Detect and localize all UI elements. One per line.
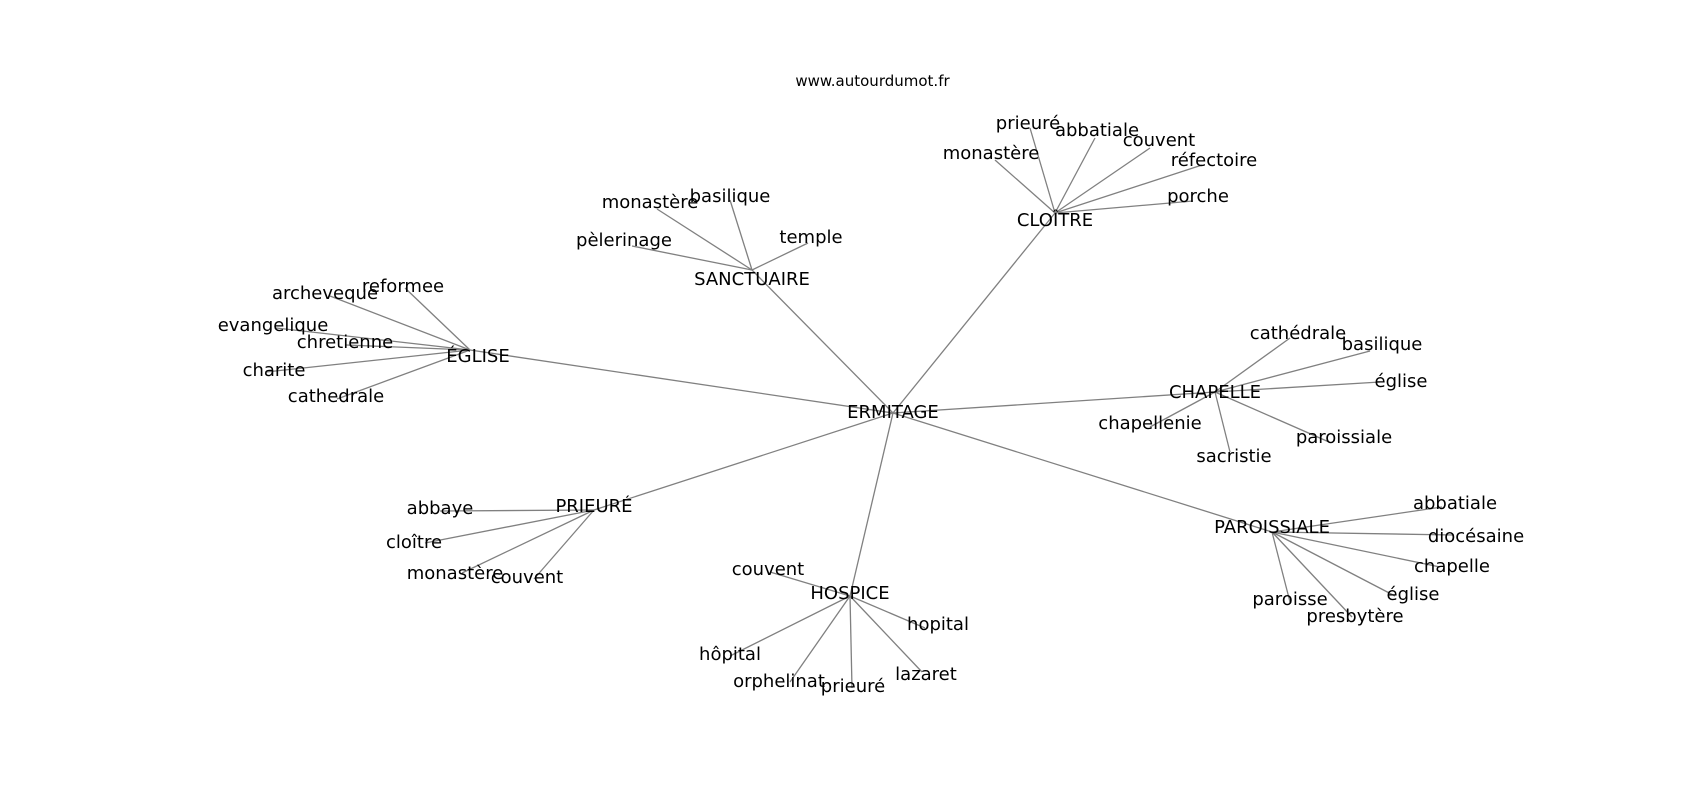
edge-cluster-to-word [849, 595, 926, 629]
word-node-label: abbatiale [1055, 120, 1139, 141]
word-node-label: evangelique [218, 315, 329, 336]
word-node-label: abbaye [407, 498, 474, 519]
word-node-label: sacristie [1196, 446, 1271, 467]
edge-cluster-to-word [404, 287, 471, 351]
edge-cluster-to-word [1149, 391, 1216, 428]
cluster-node-label: HOSPICE [810, 583, 889, 604]
edge-cluster-to-word [336, 349, 471, 400]
edge-cluster-to-word [1214, 350, 1371, 393]
edge-cluster-to-word [1214, 381, 1381, 393]
word-node-label: archeveque [272, 283, 378, 304]
word-node-label: chretienne [297, 332, 393, 353]
word-node-label: cloître [386, 532, 442, 553]
edge-cluster-to-word [1271, 531, 1396, 597]
word-node-label: paroisse [1252, 589, 1327, 610]
word-node-label: temple [779, 227, 842, 248]
word-node-label: monastère [407, 563, 504, 584]
word-node-label: lazaret [895, 664, 957, 685]
edge-cluster-to-word [265, 349, 471, 373]
edge-cluster-to-word [789, 595, 851, 683]
edge-center-to-cluster [469, 349, 894, 414]
graph-labels: ERMITAGECLOÎTREprieuréabbatialecouventmo… [218, 113, 1524, 697]
center-node-label: ERMITAGE [847, 402, 939, 423]
edge-cluster-to-word [533, 509, 595, 580]
word-node-label: presbytère [1306, 606, 1403, 627]
edge-center-to-cluster [892, 412, 1273, 533]
word-node-label: cathédrale [1250, 323, 1346, 344]
edge-cluster-to-word [329, 295, 471, 351]
site-watermark: www.autourdumot.fr [795, 72, 950, 90]
edge-cluster-to-word [1029, 127, 1056, 214]
word-node-label: hopital [907, 614, 969, 635]
edge-cluster-to-word [1214, 337, 1291, 393]
edge-cluster-to-word [461, 509, 595, 574]
word-node-label: hôpital [699, 644, 761, 665]
edge-cluster-to-word [631, 245, 753, 271]
word-node-label: couvent [491, 567, 564, 588]
word-node-label: chapelle [1414, 556, 1490, 577]
edge-cluster-to-word [345, 344, 471, 351]
word-node-label: diocésaine [1428, 526, 1524, 547]
edge-cluster-to-word [1271, 506, 1443, 533]
edge-cluster-to-word [849, 595, 923, 673]
word-node-label: paroissiale [1296, 427, 1392, 448]
word-node-label: prieuré [996, 113, 1060, 134]
word-node-label: porche [1167, 186, 1229, 207]
edge-cluster-to-word [994, 159, 1056, 214]
edge-cluster-to-word [656, 208, 753, 271]
edge-center-to-cluster [892, 212, 1056, 414]
edge-cluster-to-word [849, 595, 853, 689]
word-node-label: couvent [732, 559, 805, 580]
word-node-label: chapellenie [1098, 413, 1201, 434]
word-node-label: église [1375, 371, 1428, 392]
edge-cluster-to-word [751, 242, 809, 271]
edge-cluster-to-word [729, 199, 753, 271]
edge-cluster-to-word [1214, 391, 1330, 443]
edge-cluster-to-word [439, 509, 595, 512]
cluster-node-label: ÉGLISE [446, 345, 509, 367]
edge-cluster-to-word [275, 327, 471, 351]
edge-cluster-to-word [1054, 200, 1194, 214]
word-node-label: cathedrale [288, 386, 384, 407]
cluster-node-label: CLOÎTRE [1017, 209, 1093, 231]
edge-cluster-to-word [424, 509, 595, 544]
word-node-label: charite [243, 360, 306, 381]
edge-cluster-to-word [769, 571, 851, 597]
word-node-label: basilique [690, 186, 771, 207]
cluster-node-label: PAROISSIALE [1214, 517, 1330, 538]
graph-edges [265, 127, 1455, 689]
word-node-label: pèlerinage [576, 230, 672, 251]
edge-cluster-to-word [1214, 391, 1231, 453]
cluster-node-label: CHAPELLE [1169, 382, 1261, 403]
word-node-label: orphelinat [733, 671, 825, 692]
cluster-node-label: SANCTUAIRE [694, 269, 810, 290]
word-node-label: église [1387, 584, 1440, 605]
word-node-label: réfectoire [1171, 150, 1258, 171]
edge-cluster-to-word [729, 595, 851, 657]
word-node-label: monastère [943, 143, 1040, 164]
edge-cluster-to-word [1054, 164, 1203, 214]
word-node-label: basilique [1342, 334, 1423, 355]
word-node-label: couvent [1123, 130, 1196, 151]
word-node-label: prieuré [821, 676, 885, 697]
edge-center-to-cluster [849, 412, 894, 597]
edge-cluster-to-word [1271, 531, 1353, 618]
word-node-label: reformee [362, 276, 444, 297]
edge-cluster-to-word [1271, 531, 1441, 568]
edge-cluster-to-word [1271, 531, 1291, 603]
cluster-node-label: PRIEURÉ [555, 495, 632, 517]
edge-cluster-to-word [1271, 531, 1455, 536]
word-node-label: monastère [602, 192, 699, 213]
edge-cluster-to-word [1054, 137, 1096, 214]
edge-cluster-to-word [1054, 147, 1151, 214]
edge-center-to-cluster [593, 412, 894, 511]
word-node-label: abbatiale [1413, 493, 1497, 514]
edge-center-to-cluster [751, 269, 894, 414]
edge-center-to-cluster [892, 391, 1216, 414]
